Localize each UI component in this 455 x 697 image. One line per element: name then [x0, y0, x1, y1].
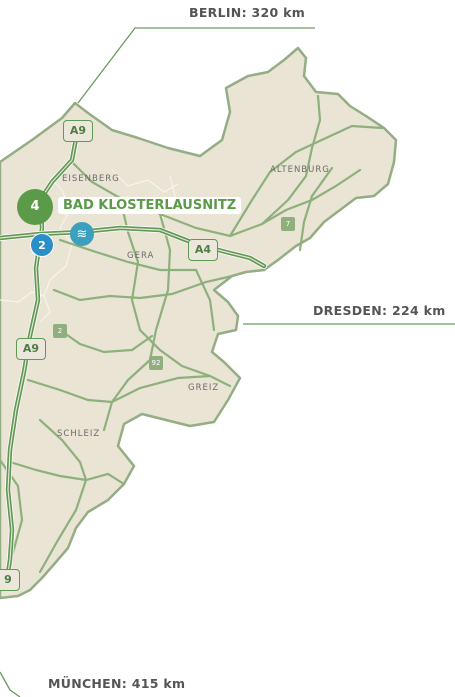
city-label-schleiz: SCHLEIZ: [57, 429, 101, 439]
motorways: [0, 125, 267, 588]
destination-pin[interactable]: 4: [17, 189, 53, 225]
exit-marker[interactable]: 2: [30, 233, 54, 257]
road-marker-92: 92: [149, 356, 163, 370]
city-label-gera: GERA: [127, 251, 155, 261]
road-shield-a9-bottom: 9: [0, 569, 20, 591]
distance-dresden: DRESDEN: 224 km: [313, 303, 446, 318]
distance-leader-lines: [0, 27, 455, 697]
leader-line-muenchen: [0, 671, 21, 697]
road-shield-a4: A4: [188, 239, 218, 261]
road-shield-a9-top: A9: [63, 120, 93, 142]
destination-label[interactable]: BAD KLOSTERLAUSNITZ: [58, 197, 242, 214]
city-label-eisenberg: EISENBERG: [62, 174, 120, 184]
city-label-greiz: GREIZ: [188, 383, 220, 393]
leader-line-berlin: [77, 27, 315, 104]
wave-icon: ≋: [70, 222, 94, 246]
region-land: [0, 46, 398, 600]
city-label-altenburg: ALTENBURG: [270, 165, 330, 175]
distance-berlin: BERLIN: 320 km: [189, 5, 306, 20]
road-shield-a9-middle: A9: [16, 338, 46, 360]
secondary-roads: [0, 94, 384, 574]
distance-muenchen: MÜNCHEN: 415 km: [48, 676, 186, 691]
road-marker-2: 2: [53, 324, 67, 338]
road-marker-7: 7: [281, 217, 295, 231]
